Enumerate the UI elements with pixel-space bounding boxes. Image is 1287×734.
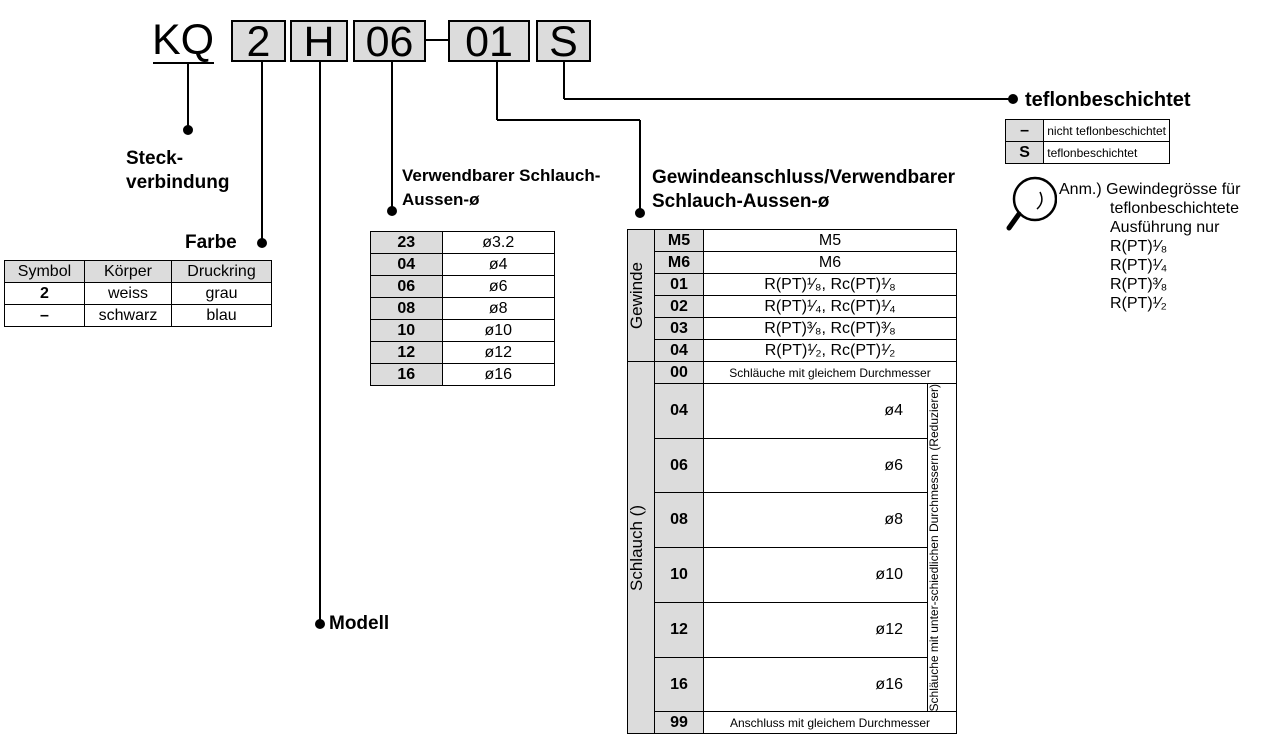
note-line: Anm.) Gewindegrösse für [1059, 181, 1241, 198]
note-line: Ausführung nur [1110, 219, 1220, 236]
label-steckverbindung: Steck- verbindung [126, 148, 230, 193]
note-line: R(PT)¹⁄₈ [1110, 238, 1168, 255]
label-reducer: Schläuche mit unter-schiedlichen Durchme… [927, 384, 941, 712]
magnifier-icon [1006, 176, 1057, 231]
label-teflon: teflonbeschichtet [1025, 89, 1191, 111]
label-gewinde: Gewinde [627, 261, 646, 330]
label-tube-od: Verwendbarer Schlauch- Aussen-ø [402, 166, 601, 209]
label-modell: Modell [329, 613, 390, 634]
table-row: 04 ø4 Schläuche mit unter-schiedlichen D… [628, 382, 957, 713]
table-row: 2 weiss grau [4, 282, 272, 305]
code-segment-tube: 06 [353, 20, 426, 64]
connector-lines [153, 39, 1018, 629]
table-header: Körper [83, 260, 173, 283]
label-schlauch: Schlauch () [627, 504, 646, 591]
note-line: R(PT)³⁄₈ [1110, 276, 1168, 293]
note-line: R(PT)¹⁄₄ [1110, 257, 1168, 274]
code-prefix: KQ [152, 16, 215, 64]
code-segment-thread: 01 [448, 20, 530, 64]
table-row: Schlauch () 00 Schläuche mit gleichem Du… [627, 360, 957, 734]
note-line: R(PT)¹⁄₂ [1110, 295, 1167, 312]
code-segment-model: H [290, 20, 348, 64]
table-header: Druckring [171, 260, 272, 283]
table-row: – schwarz blau [4, 304, 272, 327]
note-line: teflonbeschichtete [1110, 200, 1239, 217]
farbe-table: Symbol Körper Druckring 2 weiss grau – s… [4, 260, 272, 327]
table-row: –nicht teflonbeschichtet [1004, 119, 1170, 142]
code-segment-color: 2 [231, 20, 286, 64]
table-row: Gewinde M5 M5 [627, 229, 957, 362]
code-segment-coating: S [536, 20, 591, 64]
label-thread-connection: Gewindeanschluss/Verwendbarer Schlauch-A… [652, 167, 956, 212]
table-header: Symbol [4, 260, 85, 283]
label-farbe: Farbe [185, 232, 237, 253]
